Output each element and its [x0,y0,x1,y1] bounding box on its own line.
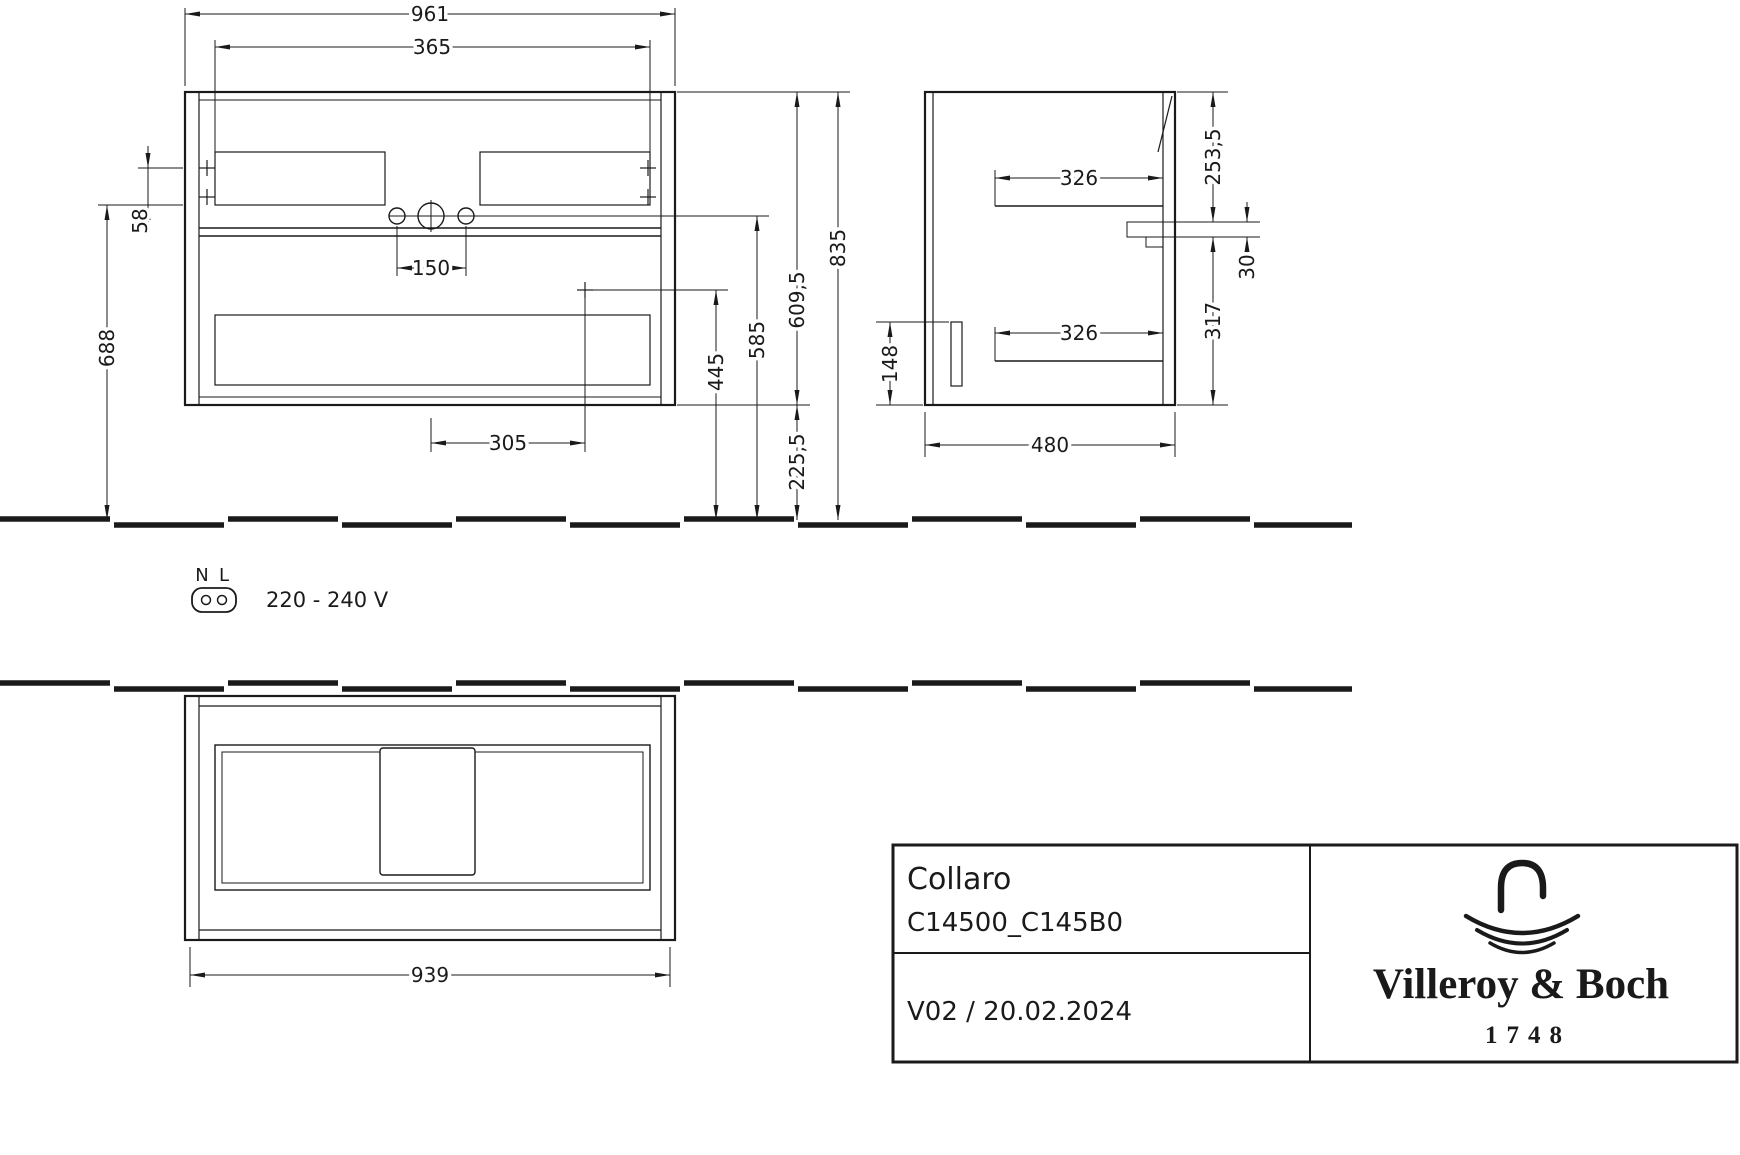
handle-recess-left [214,151,386,206]
plan-view-dimensions [189,947,671,987]
dim-225-5-label: 225,5 [785,433,809,490]
voltage-label: 220 - 240 V [266,588,389,612]
article-code: C14500_C145B0 [907,908,1123,938]
handle-profile-edge [1157,95,1173,153]
runner-bracket-detail [1126,221,1164,248]
front-view-dimensions [98,8,850,520]
socket-outline-icon [191,587,237,613]
dim-305-label: 305 [489,431,527,455]
series-name: Collaro [907,862,1011,897]
line-label: L [219,565,229,586]
title-block [891,843,1739,1064]
plan-view [183,694,677,942]
drill-hole-right [457,207,475,225]
dim-585-label: 585 [745,321,769,359]
faucet-icon [1497,859,1547,914]
bottom-drawer-recess [214,314,651,386]
dim-835-label: 835 [826,229,850,267]
fixing-cross-marks [199,160,656,205]
drill-holes [388,200,769,232]
dim-688-label: 688 [95,329,119,367]
dim-365-label: 365 [413,35,451,59]
front-fitting-detail [950,321,963,387]
version-date: V02 / 20.02.2024 [907,997,1132,1027]
dim-609-5-label: 609,5 [785,271,809,328]
side-view-dimensions [876,91,1260,457]
floor-line-upper [0,516,1352,528]
front-view [183,90,769,452]
plan-siphon-cutout [379,747,476,876]
dim-326-upper-label: 326 [1060,166,1098,190]
brand-founded-year: 1748 [1485,1022,1571,1049]
dim-30-label: 30 [1235,254,1259,279]
drill-hole-left [388,207,406,225]
neutral-label: N [195,565,208,586]
front-cabinet-outline [183,90,677,407]
reference-cross [577,282,728,452]
dim-317-label: 317 [1201,302,1225,340]
dim-480-label: 480 [1031,433,1069,457]
dim-939-label: 939 [411,963,449,987]
dim-150-label: 150 [412,256,450,280]
floor-line-lower [0,680,1352,692]
drill-hole-center [417,202,445,230]
dim-326-lower-label: 326 [1060,321,1098,345]
dim-445-label: 445 [704,353,728,391]
dim-58-label: 58 [128,208,152,233]
plan-drawer-box [214,744,651,891]
handle-recess-right [479,151,651,206]
socket-pin-n-icon [200,594,212,606]
brand-name: Villeroy & Boch [1373,961,1669,1008]
side-cabinet-outline [923,90,1177,407]
side-view [923,90,1177,407]
dim-148-label: 148 [878,345,902,383]
dim-253-5-label: 253,5 [1201,128,1225,185]
brand-logo-icon [1463,859,1581,955]
socket-pin-l-icon [216,594,228,606]
power-socket [191,587,237,613]
dim-961-label: 961 [411,2,449,26]
plan-cabinet-outline [183,694,677,942]
